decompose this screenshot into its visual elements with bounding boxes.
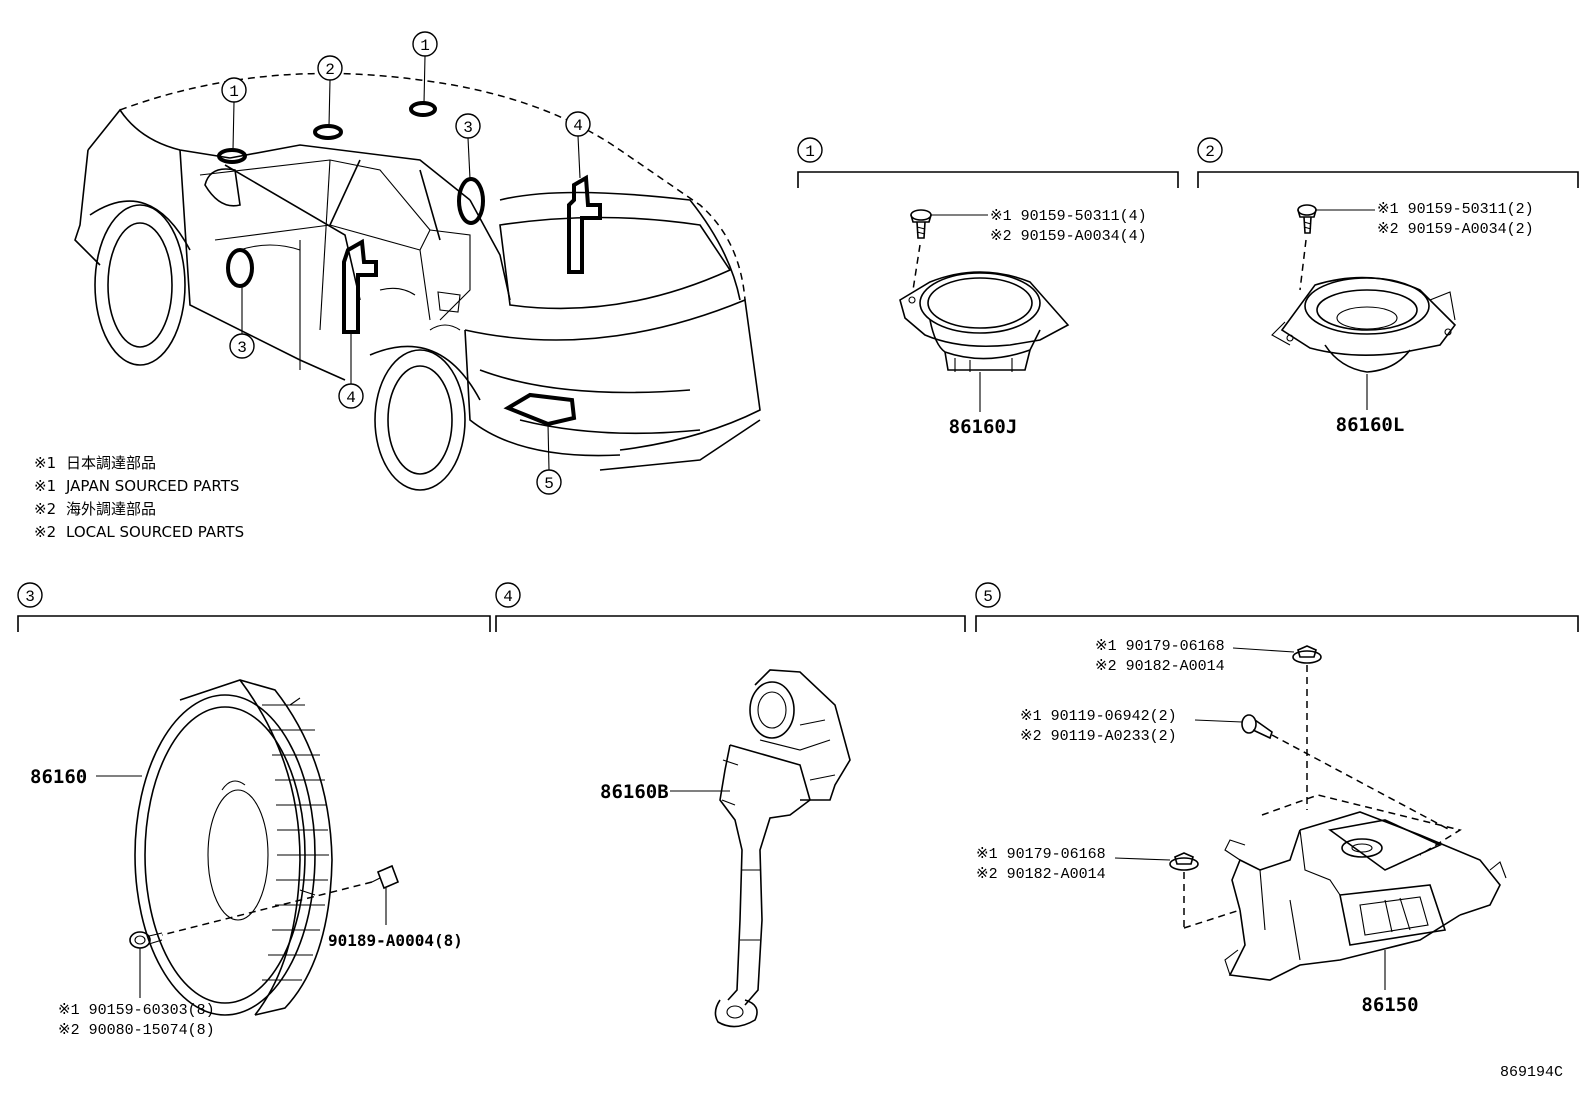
section-3: 3 86160 90189-A0004(8) ※1 90 <box>17 582 491 1039</box>
vehicle-illustration <box>74 72 761 491</box>
section-2-screw-drawing <box>1297 204 1317 234</box>
callout-4 <box>565 111 591 137</box>
note-2-text: JAPAN SOURCED PARTS <box>65 477 239 495</box>
section-3-screw-drawing <box>129 931 163 949</box>
section-4-bracket <box>495 615 966 632</box>
section-2-bracket <box>1197 171 1579 188</box>
section-1-screw-drawing <box>910 209 932 239</box>
callout-4b <box>338 383 364 409</box>
note-4-mark: ※2 <box>34 523 56 541</box>
note-3-text: 海外調達部品 <box>66 500 156 518</box>
section-5-side-nut-drawing <box>1169 852 1199 871</box>
section-2-screw-jp: ※1 90159-50311(2) <box>1377 201 1534 218</box>
callout-3-label: 3 <box>463 119 473 137</box>
section-5: 5 ※1 90179-06168 ※2 90182-A0014 ※1 90119… <box>975 582 1579 1016</box>
section-5-side-nut-jp: ※1 90179-06168 <box>976 846 1106 863</box>
location-1-front <box>217 148 247 164</box>
vehicle-callouts: 1 2 1 3 4 3 4 5 <box>221 31 591 495</box>
section-5-part-number: 86150 <box>1361 994 1418 1016</box>
section-3-number: 3 <box>25 588 35 606</box>
section-2-speaker-drawing <box>1271 276 1457 373</box>
callout-1b-label: 1 <box>420 37 430 55</box>
note-4-text: LOCAL SOURCED PARTS <box>66 523 244 541</box>
location-1-rear <box>409 101 437 117</box>
callout-1-label: 1 <box>229 83 239 101</box>
section-1: 1 ※1 90159-50311(4) ※2 90159-A0034(4) 86… <box>797 137 1179 438</box>
section-4: 4 86160B <box>495 582 966 1028</box>
note-3-mark: ※2 <box>34 500 56 518</box>
section-4-bracket-speaker-drawing <box>714 669 851 1028</box>
section-5-number: 5 <box>983 588 993 606</box>
section-3-screw-jp: ※1 90159-60303(8) <box>58 1002 215 1019</box>
section-5-bolt-local: ※2 90119-A0233(2) <box>1020 728 1177 745</box>
note-2-mark: ※1 <box>34 477 56 495</box>
section-3-bracket <box>17 615 491 632</box>
section-5-bolt-drawing <box>1241 714 1273 740</box>
section-2-screw-local: ※2 90159-A0034(2) <box>1377 221 1534 238</box>
callout-3b <box>229 333 255 359</box>
section-1-part-number: 86160J <box>949 416 1018 438</box>
callout-3 <box>455 113 481 139</box>
section-5-bracket <box>975 615 1579 632</box>
sourcing-notes: ※1 日本調達部品 ※1 JAPAN SOURCED PARTS ※2 海外調達… <box>34 454 244 541</box>
section-5-side-nut-local: ※2 90182-A0014 <box>976 866 1106 883</box>
section-2: 2 ※1 90159-50311(2) ※2 90159-A0034(2) 86… <box>1197 137 1579 436</box>
section-1-screw-jp: ※1 90159-50311(4) <box>990 208 1147 225</box>
section-1-speaker-drawing <box>899 271 1070 372</box>
callout-5 <box>536 469 562 495</box>
callout-4-label: 4 <box>573 117 583 135</box>
section-3-clip-drawing <box>371 864 400 898</box>
speaker-location-marks <box>217 101 602 427</box>
location-4-rear <box>567 174 602 274</box>
location-2 <box>313 124 343 140</box>
section-4-number: 4 <box>503 588 513 606</box>
section-5-top-nut-local: ※2 90182-A0014 <box>1095 658 1225 675</box>
section-3-part-number: 86160 <box>30 766 87 788</box>
section-5-subwoofer-drawing <box>1224 794 1507 981</box>
location-3-rear <box>457 177 485 225</box>
callout-4b-label: 4 <box>346 389 356 407</box>
section-4-part-number: 86160B <box>600 781 669 803</box>
section-3-speaker-drawing <box>134 679 333 1016</box>
callout-3b-label: 3 <box>237 339 247 357</box>
section-5-top-nut-drawing <box>1292 645 1322 664</box>
section-1-screw-local: ※2 90159-A0034(4) <box>990 228 1147 245</box>
location-4-front <box>342 238 378 334</box>
section-5-bolt-jp: ※1 90119-06942(2) <box>1020 708 1177 725</box>
section-2-number: 2 <box>1205 143 1215 161</box>
section-1-bracket <box>797 171 1179 188</box>
callout-1 <box>221 77 247 103</box>
callout-2 <box>317 55 343 81</box>
section-2-part-number: 86160L <box>1336 414 1405 436</box>
callout-1b <box>412 31 438 57</box>
location-3-front <box>226 248 254 288</box>
callout-5-label: 5 <box>544 475 554 493</box>
note-1-mark: ※1 <box>34 454 56 472</box>
figure-code: 869194C <box>1500 1064 1563 1081</box>
note-1-text: 日本調達部品 <box>66 454 156 472</box>
section-3-screw-local: ※2 90080-15074(8) <box>58 1022 215 1039</box>
section-5-top-nut-jp: ※1 90179-06168 <box>1095 638 1225 655</box>
section-1-number: 1 <box>805 143 815 161</box>
callout-2-label: 2 <box>325 61 335 79</box>
section-3-clip-number: 90189-A0004(8) <box>328 931 463 950</box>
location-5 <box>503 392 577 427</box>
